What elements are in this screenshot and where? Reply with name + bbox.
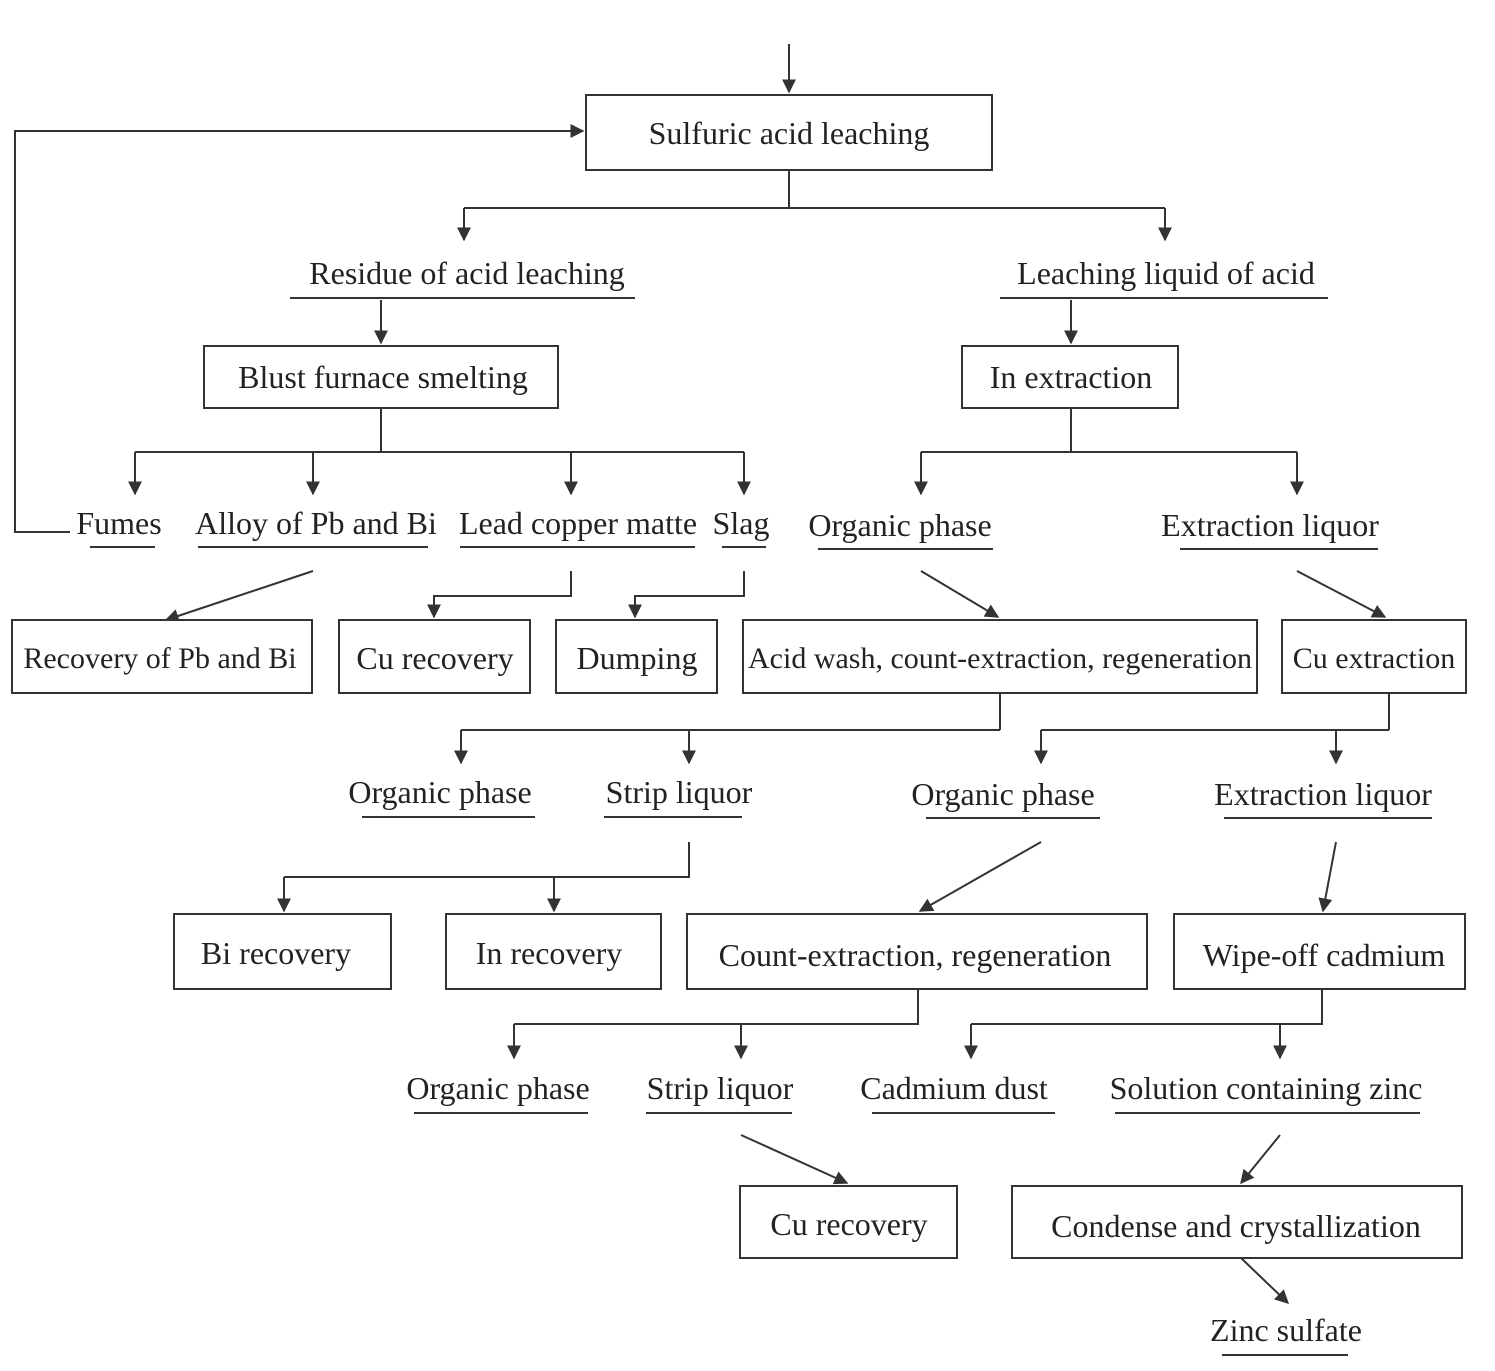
- label-in-extraction: In extraction: [990, 359, 1153, 395]
- label-recovery-pb-bi: Recovery of Pb and Bi: [23, 642, 296, 675]
- label-solution-containing-zinc: Solution containing zinc: [1110, 1070, 1423, 1106]
- label-bi-recovery: Bi recovery: [201, 935, 351, 971]
- label-cadmium-dust: Cadmium dust: [860, 1070, 1048, 1106]
- arrow-solution-to-condense: [1240, 1134, 1281, 1185]
- label-strip-liquor-2: Strip liquor: [647, 1070, 794, 1106]
- box-dumping: [555, 619, 718, 694]
- box-condense-crystallization: [1011, 1185, 1463, 1259]
- box-recovery-pb-bi: [11, 619, 313, 694]
- arrow-alloy-to-recovery: [164, 570, 314, 623]
- arrow-condense-to-zinc-sulfate: [1240, 1257, 1290, 1304]
- label-slag: Slag: [713, 505, 770, 541]
- box-cu-extraction: [1281, 619, 1467, 694]
- label-residue-of-acid-leaching: Residue of acid leaching: [309, 255, 624, 291]
- label-cu-extraction: Cu extraction: [1293, 642, 1455, 675]
- label-alloy-pb-bi: Alloy of Pb and Bi: [195, 505, 437, 541]
- box-in-recovery: [445, 913, 662, 990]
- arrow-liquor-to-wipe-off: [1318, 841, 1337, 913]
- connector-acid-wash-split: [461, 693, 1001, 731]
- label-blust-furnace-smelting: Blust furnace smelting: [238, 359, 528, 395]
- label-acid-wash: Acid wash, count-extraction, regeneratio…: [748, 642, 1252, 675]
- box-wipe-off-cadmium: [1173, 913, 1466, 990]
- connector-in-extraction-split: [921, 408, 1297, 453]
- label-organic-phase-3: Organic phase: [911, 776, 1094, 812]
- label-cu-recovery-1: Cu recovery: [356, 640, 513, 676]
- label-wipe-off-cadmium: Wipe-off cadmium: [1203, 937, 1446, 973]
- box-acid-wash: [742, 619, 1258, 694]
- connector-strip-liquor-split: [284, 842, 690, 878]
- box-bi-recovery: [173, 913, 392, 990]
- connector-cu-extraction-split: [1041, 693, 1390, 731]
- connector-count-extraction-split: [514, 989, 919, 1025]
- arrow-slag-to-dumping: [628, 571, 745, 619]
- box-count-extraction-regeneration: [686, 913, 1148, 990]
- label-count-extraction-regeneration: Count-extraction, regeneration: [719, 937, 1112, 973]
- label-dumping: Dumping: [577, 640, 698, 676]
- label-leaching-liquid-of-acid: Leaching liquid of acid: [1017, 255, 1315, 291]
- box-cu-recovery-2: [739, 1185, 958, 1259]
- arrow-strip-to-cu-recovery: [740, 1134, 849, 1185]
- box-cu-recovery-1: [338, 619, 531, 694]
- box-blust-furnace-smelting: [203, 345, 559, 409]
- label-sulfuric-acid-leaching: Sulfuric acid leaching: [649, 115, 930, 151]
- label-cu-recovery-2: Cu recovery: [770, 1206, 927, 1242]
- connector-leaching-split: [464, 170, 1165, 209]
- arrow-organic-to-count-extraction: [918, 841, 1042, 912]
- label-organic-phase-2: Organic phase: [348, 774, 531, 810]
- label-strip-liquor-1: Strip liquor: [606, 774, 753, 810]
- connector-wipe-off-split: [971, 989, 1323, 1025]
- label-extraction-liquor-1: Extraction liquor: [1161, 507, 1379, 543]
- label-zinc-sulfate: Zinc sulfate: [1210, 1312, 1362, 1348]
- arrow-liquor-to-cu-extraction: [1296, 570, 1387, 618]
- label-lead-copper-matte: Lead copper matte: [459, 505, 697, 541]
- box-in-extraction: [961, 345, 1179, 409]
- label-fumes: Fumes: [76, 505, 161, 541]
- label-organic-phase-1: Organic phase: [808, 507, 991, 543]
- connector-furnace-split: [135, 408, 744, 453]
- label-in-recovery: In recovery: [476, 935, 623, 971]
- label-condense-crystallization: Condense and crystallization: [1051, 1208, 1421, 1244]
- arrow-matte-to-cu-recovery: [427, 571, 572, 619]
- label-organic-phase-4: Organic phase: [406, 1070, 589, 1106]
- arrow-fumes-recycle: [14, 124, 585, 533]
- label-extraction-liquor-2: Extraction liquor: [1214, 776, 1432, 812]
- arrow-organic-to-acid-wash: [920, 570, 1000, 618]
